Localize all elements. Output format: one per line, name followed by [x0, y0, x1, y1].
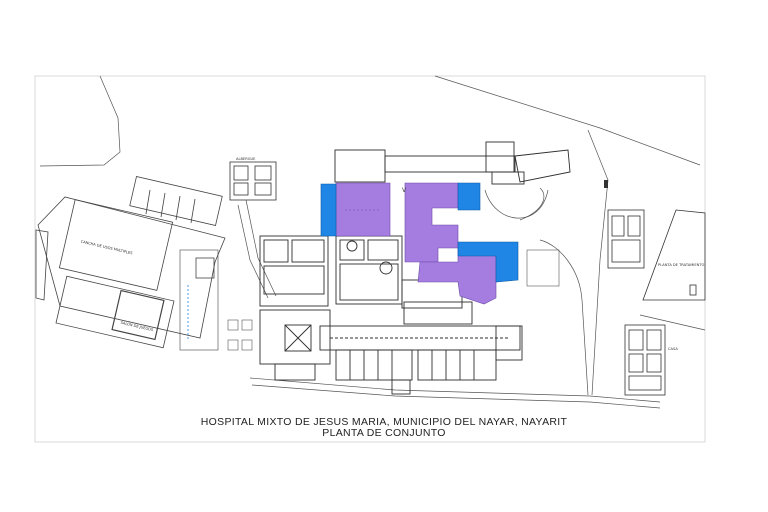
zone-blue — [320, 182, 519, 283]
site-pathways — [237, 187, 661, 409]
outdoor-tables — [227, 319, 253, 351]
north-marker: V — [402, 187, 407, 194]
zone-purple — [335, 182, 497, 305]
label-salon: SALON DE JUEGOS — [120, 321, 154, 333]
site-marker — [604, 180, 608, 188]
drawing-title: HOSPITAL MIXTO DE JESUS MARIA, MUNICIPIO… — [200, 416, 568, 428]
label-planta-tratamiento: PLANTA DE TRATAMIENTO — [658, 263, 705, 267]
sports-courts — [37, 196, 226, 349]
left-outbuildings — [35, 176, 223, 351]
label-albergue: ALBERGUE — [236, 157, 256, 161]
sheet-border — [34, 75, 706, 443]
drawing-subtitle: PLANTA DE CONJUNTO — [322, 427, 446, 439]
site-boundary — [39, 75, 706, 396]
label-canchas: CANCHA DE USOS MULTIPLES — [80, 240, 133, 256]
hospital-main-building — [259, 141, 571, 395]
right-buildings — [607, 209, 706, 396]
label-casa: CASA — [668, 347, 678, 351]
parking-area — [526, 249, 560, 287]
albergue-building — [229, 161, 277, 201]
